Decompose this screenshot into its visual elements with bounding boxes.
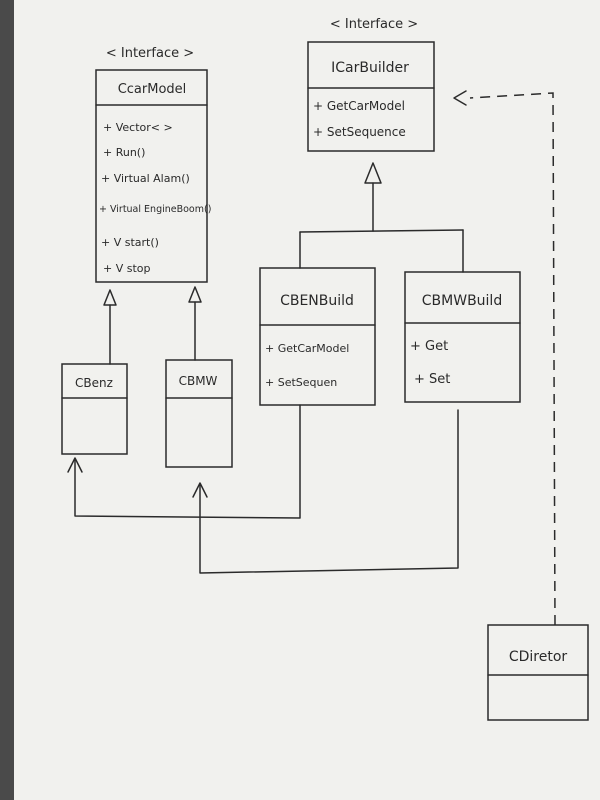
realization-cbmw-to-icarmodel	[188, 286, 202, 361]
hollow-triangle-arrowhead	[103, 289, 117, 306]
dependency-cbmwbuild-to-cbmw	[192, 409, 459, 574]
cbmw-box	[165, 359, 233, 468]
icarmodel-member: + Vector< >	[103, 121, 173, 134]
class-cbmw: CBMW	[165, 359, 233, 468]
cdirector-name: CDiretor	[509, 649, 568, 665]
icarmodel-name: CcarModel	[118, 82, 187, 97]
icarbuilder-name: ICarBuilder	[331, 60, 409, 76]
open-arrowhead	[453, 90, 467, 106]
cbmwbuild-member: + Get	[410, 339, 448, 354]
class-cbenz: CBenz	[61, 363, 128, 455]
icarmodel-member: + Virtual Alam()	[101, 172, 190, 185]
class-cbmwbuild: CBMWBuild + Get + Set	[404, 271, 521, 403]
class-cdirector: CDiretor	[487, 624, 589, 721]
cbmwbuild-name: CBMWBuild	[422, 293, 502, 309]
icarmodel-member: + V stop	[103, 262, 151, 275]
cbenbuild-member: + GetCarModel	[265, 342, 349, 355]
icarmodel-stereotype: < Interface >	[106, 46, 194, 61]
interface-icarbuilder: < Interface > ICarBuilder + GetCarModel …	[307, 17, 435, 152]
realization-cbenz-to-icarmodel	[103, 289, 117, 365]
cbmwbuild-member: + Set	[414, 372, 450, 387]
dependency-cbenbuild-to-cbenz	[67, 404, 301, 519]
open-arrowhead	[67, 457, 83, 473]
cbenz-name: CBenz	[75, 376, 113, 390]
open-arrowhead	[192, 482, 208, 498]
interface-icarmodel: < Interface > CcarModel + Vector< > + Ru…	[95, 46, 211, 283]
cdirector-box	[487, 624, 589, 721]
hollow-triangle-arrowhead	[188, 286, 202, 303]
icarmodel-member: + Run()	[103, 146, 145, 159]
paper-sheet	[14, 0, 600, 800]
cbenbuild-member: + SetSequen	[265, 376, 337, 389]
hollow-triangle-arrowhead	[364, 162, 382, 184]
cbenbuild-name: CBENBuild	[280, 293, 354, 309]
dependency-cdirector-to-icarbuilder	[453, 90, 556, 626]
cbenbuild-box	[259, 267, 376, 406]
cbenz-box	[61, 363, 128, 455]
icarbuilder-box	[307, 41, 435, 152]
cbmw-name: CBMW	[179, 374, 218, 388]
icarmodel-member: + V start()	[101, 236, 159, 249]
icarmodel-box	[95, 69, 208, 283]
icarmodel-member: + Virtual EngineBoom()	[99, 204, 211, 215]
realization-builders-to-icarbuilder	[299, 162, 464, 273]
icarbuilder-member: + SetSequence	[313, 125, 406, 139]
class-cbenbuild: CBENBuild + GetCarModel + SetSequen	[259, 267, 376, 406]
icarbuilder-member: + GetCarModel	[313, 99, 405, 113]
icarbuilder-stereotype: < Interface >	[330, 17, 418, 32]
